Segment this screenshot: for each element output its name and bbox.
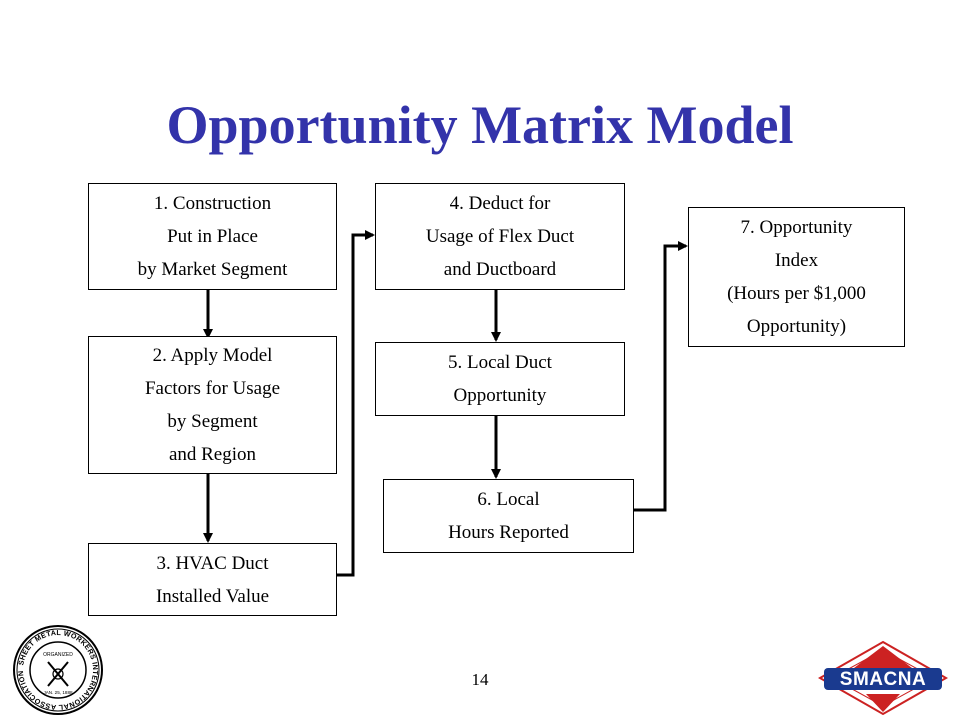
box-line: Installed Value — [155, 585, 270, 607]
box-line: and Region — [168, 444, 257, 465]
box-line: 3. HVAC Duct — [156, 552, 269, 574]
step-box-hvac-duct: 3. HVAC Duct Installed Value — [88, 543, 337, 616]
step-box-construction: 1. Construction Put in Place by Market S… — [88, 183, 337, 290]
step-box-apply-model: 2. Apply Model Factors for Usage by Segm… — [88, 336, 337, 474]
arrow-box3-to-box4 — [337, 230, 375, 577]
box-line: 4. Deduct for — [449, 193, 551, 214]
box-line: (Hours per $1,000 — [727, 283, 866, 304]
box-line: Index — [774, 250, 819, 271]
box-line: 2. Apply Model — [152, 345, 273, 366]
box-line: Hours Reported — [448, 522, 569, 543]
box-line: by Segment — [167, 411, 258, 432]
box-line: Opportunity) — [746, 316, 847, 337]
svg-text:SMACNA: SMACNA — [840, 669, 926, 690]
box-line: 5. Local Duct — [448, 352, 552, 373]
svg-text:JAN. 25, 1888: JAN. 25, 1888 — [43, 690, 73, 695]
box-line: 6. Local — [477, 489, 540, 510]
union-seal-icon: SHEET METAL WORKERS INTERNATIONAL ASSOCI… — [13, 625, 103, 715]
step-box-deduct-flex-duct: 4. Deduct for Usage of Flex Duct and Duc… — [375, 183, 625, 290]
box-line: Usage of Flex Duct — [425, 226, 575, 247]
step-box-opportunity-index: 7. Opportunity Index (Hours per $1,000 O… — [688, 207, 905, 347]
box-line: Opportunity — [453, 385, 547, 406]
arrow-box6-to-box7 — [634, 241, 688, 512]
box-line: Factors for Usage — [144, 378, 281, 399]
box-line: 1. Construction — [153, 193, 272, 214]
slide-title: Opportunity Matrix Model — [166, 95, 794, 155]
page-number: 14 — [471, 670, 489, 689]
box-line: Put in Place — [167, 226, 258, 247]
box-line: and Ductboard — [443, 259, 557, 280]
smacna-logo-icon: SMACNA — [817, 640, 949, 716]
svg-text:ORGANIZED: ORGANIZED — [43, 652, 73, 658]
step-box-local-duct-opportunity: 5. Local Duct Opportunity — [375, 342, 625, 416]
step-box-local-hours: 6. Local Hours Reported — [383, 479, 634, 553]
box-line: 7. Opportunity — [740, 217, 853, 238]
box-line: by Market Segment — [137, 259, 288, 280]
